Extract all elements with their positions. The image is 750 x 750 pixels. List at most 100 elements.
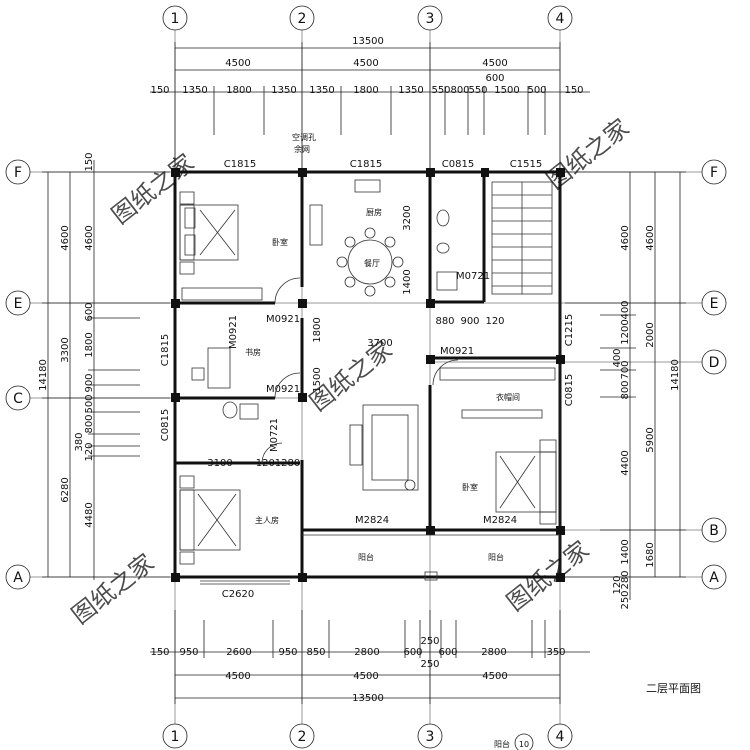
dim-top-total: 13500 xyxy=(352,36,384,47)
watermark-4: 图纸之家 xyxy=(66,549,159,630)
dim-left-detail-7: 800 xyxy=(84,414,95,433)
dim-bottom-detail-1: 150 xyxy=(150,647,169,658)
dim-bottom-detail-4: 950 xyxy=(278,647,297,658)
axis-3-bottom: 3 xyxy=(426,729,435,745)
dim-top-detail-9: 800 xyxy=(450,85,469,96)
dim-right-detail-2: 400 xyxy=(620,300,631,319)
dim-bottom-bay-3: 4500 xyxy=(482,671,507,682)
dim-bottom-bay-2: 4500 xyxy=(353,671,378,682)
dimension-right xyxy=(565,171,686,600)
axis-4-bottom: 4 xyxy=(556,729,565,745)
dim-top-bay-2: 4500 xyxy=(353,58,378,69)
axis-1-bottom: 1 xyxy=(171,729,180,745)
window-c1815-c: C1815 xyxy=(160,334,171,366)
dim-left-detail-5: 900 xyxy=(84,373,95,392)
axis-1-top: 1 xyxy=(171,11,180,27)
window-c1215: C1215 xyxy=(564,314,575,346)
door-m0921-c: M0921 xyxy=(266,384,300,395)
door-m0921-a: M0921 xyxy=(266,314,300,325)
dim-bottom-detail-3: 2600 xyxy=(226,647,251,658)
dim-right-detail-8: 1400 xyxy=(620,539,631,564)
dim-inner-880: 880 xyxy=(435,316,454,327)
axis-C-left: C xyxy=(13,391,23,407)
axis-A-left: A xyxy=(13,570,23,586)
dim-bottom-detail-6: 2800 xyxy=(354,647,379,658)
window-c1815-a: C1815 xyxy=(224,159,256,170)
window-c0815-a: C0815 xyxy=(442,159,474,170)
door-m0721-a: M0721 xyxy=(456,271,490,282)
dim-top-detail-6: 1800 xyxy=(353,85,378,96)
dim-inner-3100: 3100 xyxy=(207,458,232,469)
dim-left-detail-4: 1800 xyxy=(84,332,95,357)
dim-inner-900: 900 xyxy=(460,316,479,327)
dim-top-detail-8: 550 xyxy=(431,85,450,96)
dim-right-detail-5: 700 xyxy=(620,360,631,379)
dim-right-detail-1: 4600 xyxy=(620,225,631,250)
dim-top-detail-2: 1350 xyxy=(182,85,207,96)
dim-bottom-detail-8: 600 xyxy=(438,647,457,658)
room-study: 书房 xyxy=(245,347,261,357)
dim-bottom-250-a: 250 xyxy=(420,636,439,647)
dim-left-bay-2: 3300 xyxy=(60,337,71,362)
axis-2-bottom: 2 xyxy=(298,729,307,745)
walls xyxy=(173,170,562,579)
window-c0815-c: C0815 xyxy=(564,374,575,406)
room-balcony-1: 阳台 xyxy=(358,552,374,562)
dim-left-detail-6: 500 xyxy=(84,394,95,413)
watermark-1: 图纸之家 xyxy=(106,149,199,230)
dim-top-detail-13: 150 xyxy=(564,85,583,96)
dim-top-detail-10: 550 xyxy=(468,85,487,96)
dimension-bottom xyxy=(150,610,590,704)
dim-inner-1201280: 1201280 xyxy=(256,458,301,469)
dim-left-detail-10: 4480 xyxy=(84,502,95,527)
room-kitchen: 厨房 xyxy=(366,207,382,217)
dim-right-detail-3: 1200 xyxy=(620,319,631,344)
footer-label: 阳台 xyxy=(494,739,510,749)
watermark-2: 图纸之家 xyxy=(541,114,634,195)
room-bedroom-1: 卧室 xyxy=(272,237,288,247)
dim-inner-120: 120 xyxy=(485,316,504,327)
dim-inner-1500: 1500 xyxy=(312,367,323,392)
drawing-title: 二层平面图 xyxy=(646,682,701,695)
dim-inner-1800: 1800 xyxy=(312,317,323,342)
door-m2824-b: M2824 xyxy=(483,515,517,526)
axis-F-left: F xyxy=(14,165,22,181)
axis-D-right: D xyxy=(709,355,720,371)
axis-B-right: B xyxy=(709,523,719,539)
room-bedroom-2: 卧室 xyxy=(462,482,478,492)
dim-right-detail-9: 280 xyxy=(620,570,631,589)
dim-right-detail-10: 120 xyxy=(612,575,623,594)
room-master: 主人房 xyxy=(255,515,279,525)
axis-3-top: 3 xyxy=(426,11,435,27)
door-m2824-a: M2824 xyxy=(355,515,389,526)
door-m0921-d: M0921 xyxy=(440,346,474,357)
dim-top-bay-1: 4500 xyxy=(225,58,250,69)
dimension-left xyxy=(42,160,170,580)
dim-top-detail-7: 1350 xyxy=(398,85,423,96)
axis-E-left: E xyxy=(14,296,23,312)
furniture xyxy=(179,179,560,585)
dim-bottom-detail-9: 2800 xyxy=(481,647,506,658)
dim-top-detail-5: 1350 xyxy=(309,85,334,96)
axis-E-right: E xyxy=(710,296,719,312)
dim-top-detail-11: 1500 xyxy=(494,85,519,96)
window-c2620: C2620 xyxy=(222,589,254,600)
dim-bottom-detail-7: 600 xyxy=(403,647,422,658)
dimension-top xyxy=(150,42,590,170)
dim-inner-3700: 3700 xyxy=(367,338,392,349)
label-rain-pipe: 余网 xyxy=(294,144,310,154)
dim-left-total: 14180 xyxy=(38,359,49,391)
dim-left-bay-1: 4600 xyxy=(60,225,71,250)
dim-right-bay-1: 4600 xyxy=(645,225,656,250)
dim-right-bay-4: 1680 xyxy=(645,542,656,567)
dim-top-bay-3: 4500 xyxy=(482,58,507,69)
window-c1815-b: C1815 xyxy=(350,159,382,170)
window-c1515: C1515 xyxy=(510,159,542,170)
door-m0921-b: M0921 xyxy=(228,315,239,349)
dim-right-total: 14180 xyxy=(670,359,681,391)
dim-left-detail-9: 380 xyxy=(74,432,85,451)
axis-A-right: A xyxy=(709,570,719,586)
window-c0815-b: C0815 xyxy=(160,409,171,441)
dim-right-bay-3: 5900 xyxy=(645,427,656,452)
